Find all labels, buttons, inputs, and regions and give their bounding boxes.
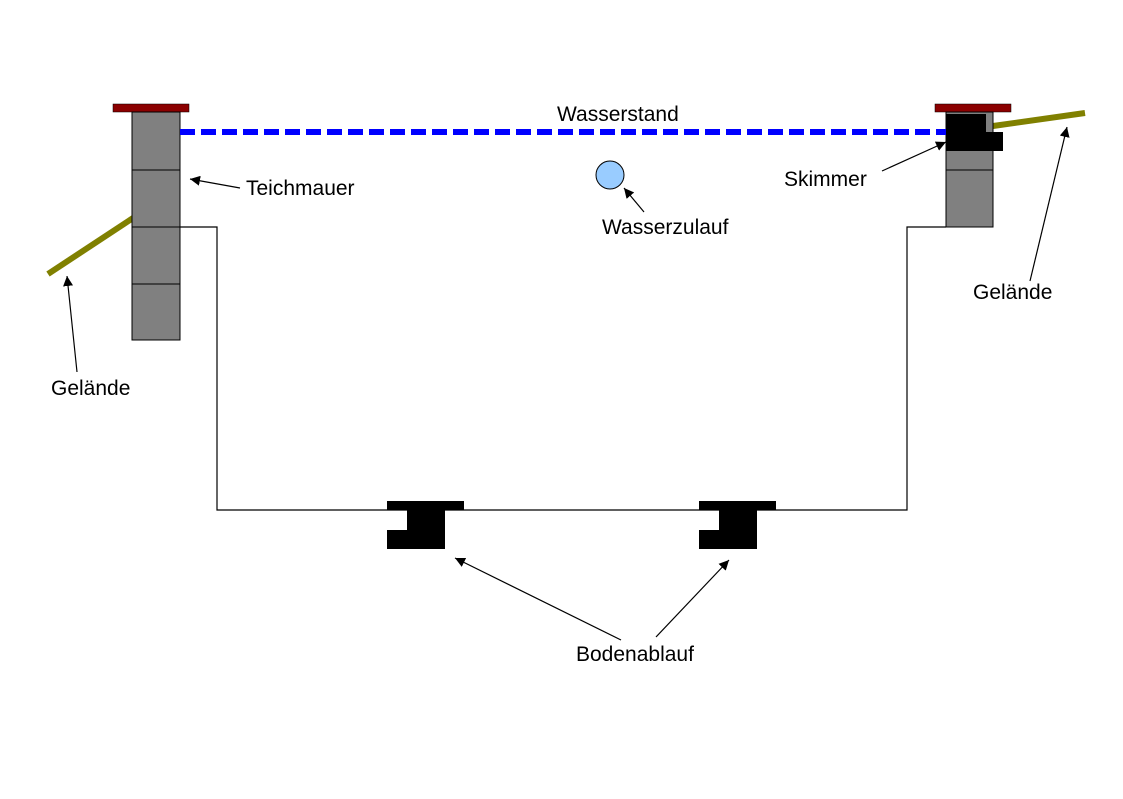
arrow-bodenablauf-left xyxy=(454,557,622,641)
terrain-right xyxy=(992,110,1086,129)
wall-block xyxy=(945,169,994,228)
wall-cap-right xyxy=(934,103,1012,113)
wall-block xyxy=(131,226,181,285)
wall-block xyxy=(131,169,181,228)
arrow-gelaende-left xyxy=(63,275,78,373)
wall-block xyxy=(131,283,181,341)
water-inlet xyxy=(595,160,625,190)
label-wasserzulauf: Wasserzulauf xyxy=(602,216,729,239)
arrow-wasserzulauf xyxy=(623,187,645,213)
wall-block xyxy=(131,111,181,171)
label-bodenablauf: Bodenablauf xyxy=(576,643,694,666)
skimmer-unit xyxy=(946,114,1003,151)
arrows xyxy=(63,126,1070,641)
pond-basin-outline xyxy=(180,226,946,511)
label-gelaende-right: Gelände xyxy=(973,281,1052,304)
label-teichmauer: Teichmauer xyxy=(246,177,355,200)
pond-wall-left xyxy=(112,103,190,341)
arrow-gelaende-right xyxy=(1029,126,1070,282)
label-wasserstand: Wasserstand xyxy=(557,103,679,126)
label-gelaende-left: Gelände xyxy=(51,377,130,400)
wall-cap-left xyxy=(112,103,190,113)
bottom-drain-right xyxy=(699,501,776,549)
bottom-drain-left xyxy=(387,501,464,549)
arrow-teichmauer xyxy=(189,175,241,189)
arrow-skimmer xyxy=(881,141,947,172)
arrow-bodenablauf-right xyxy=(655,559,730,638)
label-skimmer: Skimmer xyxy=(784,168,867,191)
terrain-left xyxy=(46,215,135,277)
